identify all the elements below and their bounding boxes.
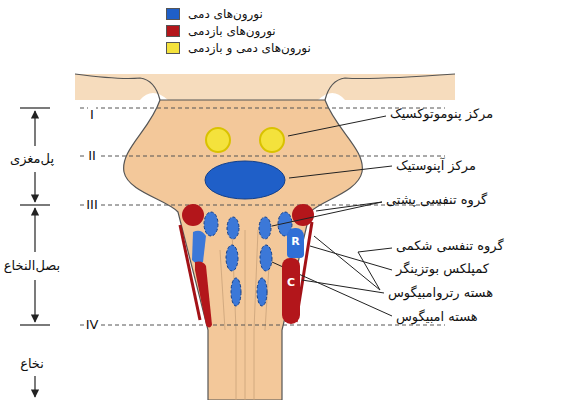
legend-text: نورون‌های بازدمی [188, 23, 276, 39]
callout-label: مرکز آپنوستیک [396, 158, 476, 174]
legend-text: نورون‌های دمی و بازدمی [188, 40, 311, 56]
level-numeral: III [84, 197, 100, 213]
region-name: نخاع [20, 355, 44, 373]
callout-label: کمپلکس بوتزینگر [396, 261, 489, 277]
legend-swatch [166, 8, 180, 20]
retroambiguus-nucleus: C [282, 258, 300, 324]
callout-label: گروه تنفسی شکمی [396, 238, 504, 254]
apneustic-center [205, 161, 285, 199]
node-letter: R [291, 235, 299, 248]
callout-label: هسته رتروامبیگوس [388, 285, 493, 301]
pneumotaxic-nucleus [206, 128, 230, 152]
level-numeral: II [86, 148, 98, 164]
brain-base [75, 74, 455, 100]
pneumotaxic-nucleus [260, 128, 284, 152]
region-name: بصل‌النخاع [4, 257, 60, 275]
drg-nucleus [182, 204, 204, 226]
legend-swatch [166, 42, 180, 54]
level-numeral: I [88, 107, 96, 123]
callout-label: مرکز پنوموتوکسیک [390, 106, 493, 122]
level-numeral: IV [84, 317, 101, 333]
legend-text: نورون‌های دمی [188, 6, 263, 22]
legend-swatch [166, 25, 180, 37]
node-letter: C [287, 276, 295, 289]
brainstem-outline [124, 100, 363, 400]
callout-label: گروه تنفسی پشتی [386, 192, 487, 208]
botzinger-nucleus: R [287, 228, 304, 258]
callout-label: هسته امبیگوس [396, 309, 478, 325]
region-name: پل‌مغزی [10, 150, 54, 168]
